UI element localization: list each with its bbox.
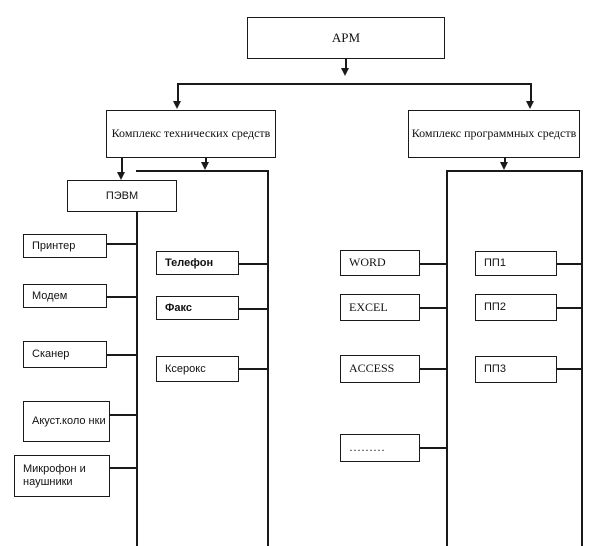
app-label: ………	[349, 440, 385, 455]
peripheral-label: Принтер	[32, 239, 76, 252]
connector-line	[177, 83, 179, 101]
package-box: ПП1	[475, 251, 557, 276]
connector-line	[106, 243, 137, 245]
connector-line	[106, 354, 137, 356]
connector-line	[446, 170, 582, 172]
hardware-complex-box: Комплекс технических средств	[106, 110, 276, 158]
connector-line	[419, 307, 447, 309]
arrow-head	[341, 68, 349, 76]
app-label: ACCESS	[349, 361, 395, 376]
peripheral-box: Модем	[23, 284, 107, 308]
peripheral-box: Принтер	[23, 234, 107, 258]
connector-line	[504, 158, 506, 163]
device-box: Факс	[156, 296, 239, 320]
arrow-head	[117, 172, 125, 180]
peripheral-box: Акуст.коло нки	[23, 401, 110, 442]
connector-line	[556, 263, 582, 265]
connector-line	[109, 467, 137, 469]
arrow-head	[526, 101, 534, 109]
package-label: ПП3	[484, 363, 506, 376]
app-label: WORD	[349, 255, 386, 270]
device-box: Ксерокс	[156, 356, 239, 382]
device-label: Факс	[165, 301, 192, 314]
peripheral-label: Модем	[32, 289, 68, 302]
connector-line	[419, 447, 447, 449]
device-box: Телефон	[156, 251, 239, 275]
pc-box: ПЭВМ	[67, 180, 177, 212]
device-label: Ксерокс	[165, 362, 206, 375]
root-box: АРМ	[247, 17, 445, 59]
device-label: Телефон	[165, 256, 214, 269]
connector-line	[419, 263, 447, 265]
arrow-head	[201, 162, 209, 170]
software-complex-box: Комплекс программных средств	[408, 110, 580, 158]
connector-line	[136, 170, 268, 172]
peripheral-label: Сканер	[32, 348, 70, 361]
peripheral-label: Микрофон и наушники	[23, 463, 86, 488]
connector-line	[530, 83, 532, 101]
peripheral-box: Сканер	[23, 341, 107, 368]
package-box: ПП2	[475, 294, 557, 321]
arrow-head	[173, 101, 181, 109]
connector-line	[556, 368, 582, 370]
connector-line	[109, 414, 137, 416]
app-box: EXCEL	[340, 294, 420, 321]
connector-line	[238, 308, 268, 310]
connector-line	[267, 170, 269, 546]
connector-line	[419, 368, 447, 370]
app-box: ………	[340, 434, 420, 462]
connector-line	[121, 158, 123, 172]
peripheral-label: Акуст.коло нки	[32, 415, 106, 428]
app-label: EXCEL	[349, 299, 388, 314]
connector-line	[446, 170, 448, 546]
connector-line	[345, 58, 347, 70]
app-box: WORD	[340, 250, 420, 276]
root-label: АРМ	[331, 29, 361, 45]
connector-line	[238, 368, 268, 370]
arrow-head	[500, 162, 508, 170]
pc-label: ПЭВМ	[105, 189, 139, 202]
hardware-complex-label: Комплекс технических средств	[111, 126, 271, 141]
software-complex-label: Комплекс программных средств	[411, 126, 577, 141]
connector-line	[238, 263, 268, 265]
connector-line	[136, 212, 138, 546]
connector-line	[205, 158, 207, 163]
connector-line	[106, 296, 137, 298]
connector-line	[556, 307, 582, 309]
peripheral-box: Микрофон и наушники	[14, 455, 110, 497]
connector-line	[177, 83, 530, 85]
package-label: ПП2	[484, 301, 506, 314]
app-box: ACCESS	[340, 355, 420, 383]
package-box: ПП3	[475, 356, 557, 383]
connector-line	[581, 170, 583, 546]
package-label: ПП1	[484, 257, 506, 270]
